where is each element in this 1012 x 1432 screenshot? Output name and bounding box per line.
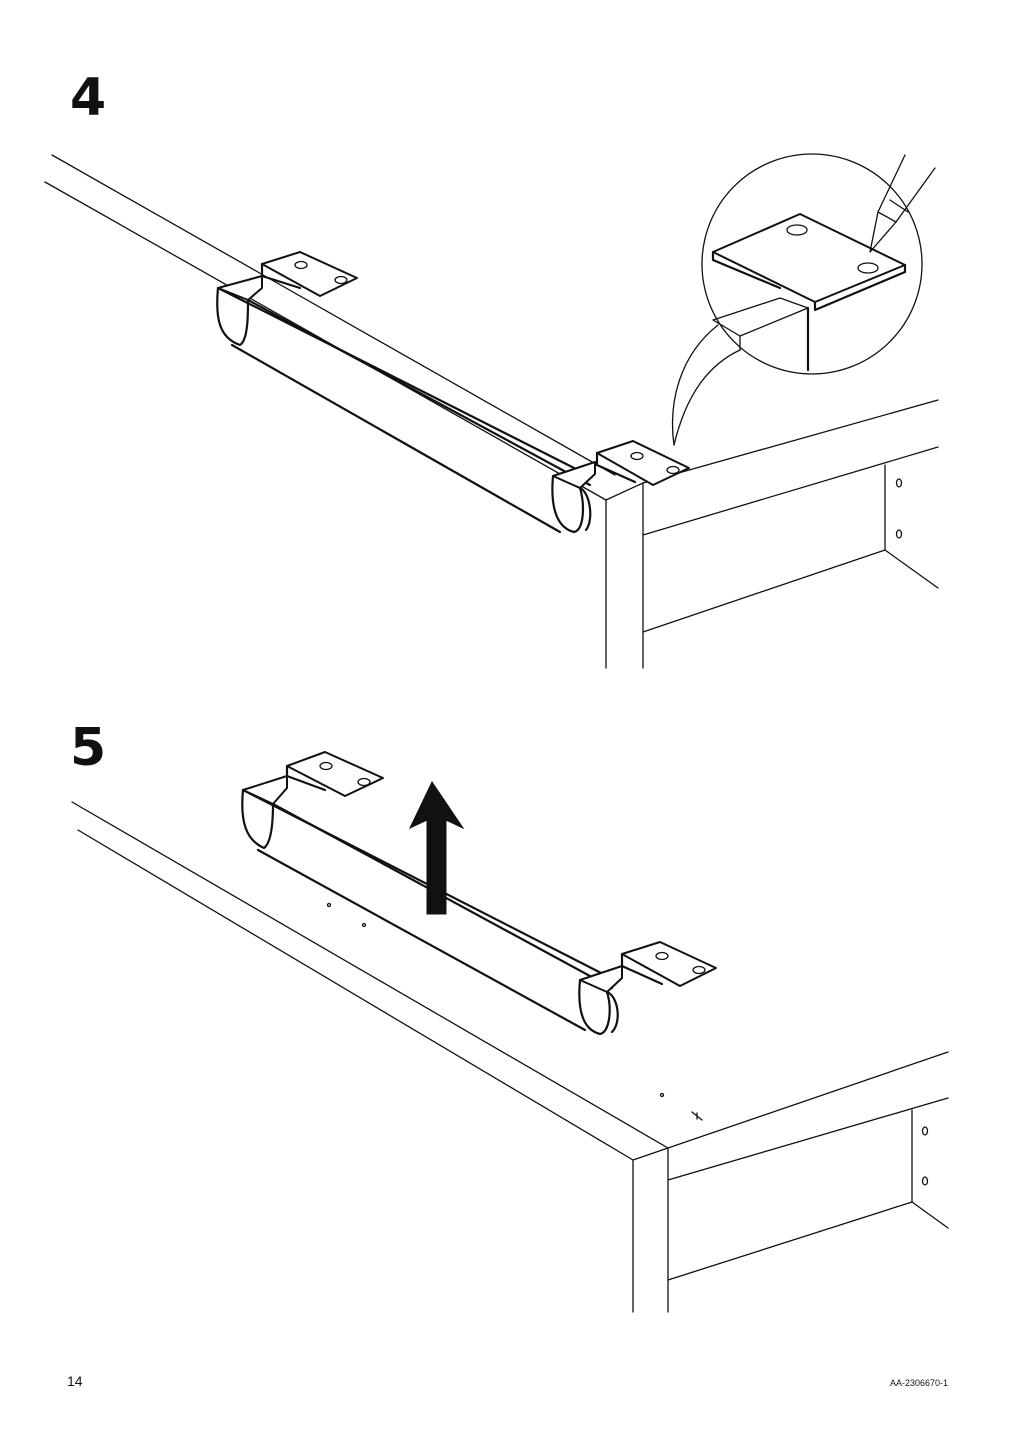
step-5-illustration [71, 751, 949, 1313]
up-arrow-icon [408, 780, 465, 915]
cabinet-top-panel [44, 154, 939, 669]
step-5-number: 5 [70, 718, 107, 778]
zoom-callout-icon [671, 153, 923, 446]
page-number: 14 [67, 1373, 83, 1389]
hanging-rail-icon [216, 251, 690, 534]
pencil-icon [869, 154, 936, 253]
document-code: AA-2306670-1 [889, 1378, 948, 1388]
step-4-illustration [44, 153, 939, 669]
step-4-number: 4 [70, 68, 107, 128]
hanging-rail-icon [241, 751, 717, 1036]
cabinet-top-panel [71, 801, 949, 1313]
